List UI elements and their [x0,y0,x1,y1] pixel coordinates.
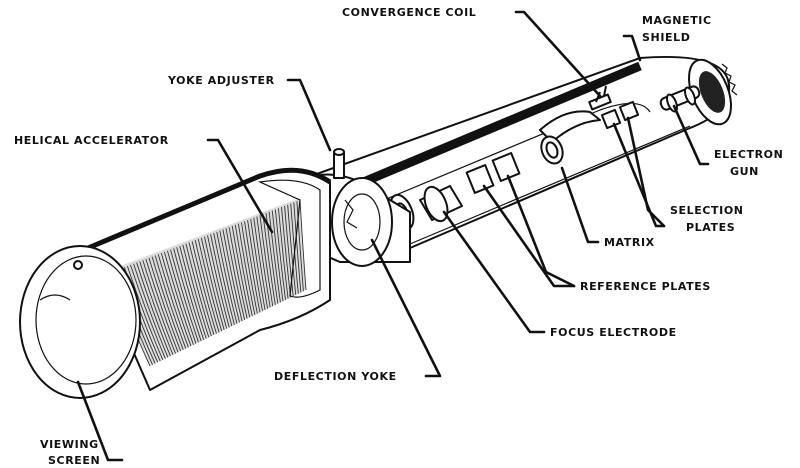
winding-turn [160,252,192,347]
winding-turn [188,242,215,335]
winding-turn [207,235,230,328]
label-viewing-screen-line1: VIEWING [40,438,99,451]
leader-selection-plates-a [612,122,666,228]
label-focus-electrode: FOCUS ELECTRODE [550,326,677,339]
winding-turn [234,224,253,317]
leader-magnetic-shield [622,34,642,62]
winding-turn [163,251,194,345]
winding-turn [244,221,261,313]
leader-lines [76,10,710,462]
labels: CONVERGENCE COIL MAGNETIC SHIELD YOKE AD… [14,6,783,467]
winding-turn [271,210,284,302]
winding-turn [268,211,281,303]
winding-turn [200,237,225,330]
winding-turn [253,217,269,309]
winding-turn [154,255,187,349]
leader-deflection-yoke [370,238,442,378]
winding-turn [225,228,246,321]
label-electron-gun-line1: ELECTRON [714,148,783,161]
winding-turn [173,248,202,342]
leader-focus-electrode [442,210,546,334]
label-electron-gun-line2: GUN [730,165,759,178]
winding-turn [281,207,292,298]
leader-reference-plates-b [506,174,576,288]
winding-turn [167,250,197,344]
label-viewing-screen-line2: SCREEN [48,454,100,467]
leader-viewing-screen [76,380,124,462]
winding-turn [216,231,238,324]
reference-plates [465,152,521,194]
winding-turn [213,232,235,325]
label-magnetic-shield-line1: MAGNETIC [642,14,712,27]
winding-turn [219,230,240,323]
winding-turn [170,249,200,343]
matrix-plates [539,110,601,143]
winding-turn [274,209,286,301]
label-matrix: MATRIX [604,236,655,249]
winding-turn [136,262,171,357]
leader-selection-plates-b [626,116,666,228]
winding-turn [231,225,251,318]
winding-turn [228,227,248,319]
winding-turn [237,223,256,316]
leader-helical-accelerator [206,138,274,234]
winding-turn [284,205,294,297]
winding-turn [240,222,258,314]
winding-turn [296,201,304,292]
winding-turn [204,236,228,329]
winding-turn [256,216,271,308]
winding-turn [210,234,233,327]
winding-turn [182,244,210,338]
winding-turn [299,199,307,291]
winding-turn [126,265,164,360]
winding-turn [130,264,166,359]
winding-turn [250,218,266,311]
label-selection-plates-line2: PLATES [686,221,735,234]
yoke-adjuster [333,148,345,179]
winding-turn [194,240,220,333]
winding-turn [157,254,189,348]
winding-turn [185,243,212,337]
leader-reference-plates-a [482,184,576,288]
leader-yoke-adjuster [286,78,332,152]
label-convergence-coil: CONVERGENCE COIL [342,6,476,19]
label-deflection-yoke: DEFLECTION YOKE [274,370,397,383]
winding-turn [287,204,297,296]
winding-turn [277,208,289,299]
selection-plates [600,85,640,130]
leader-matrix [560,166,600,244]
label-magnetic-shield-line2: SHIELD [642,31,690,44]
winding-turn [142,260,176,354]
winding-turn [262,214,276,306]
winding-turn [176,247,205,340]
winding-turn [197,238,223,332]
winding-turn [179,245,207,339]
winding-turn [259,215,274,307]
winding-turn [191,241,217,334]
label-selection-plates-line1: SELECTION [670,204,744,217]
leader-electron-gun [672,104,710,166]
winding-turn [133,263,169,358]
winding-turn [145,258,179,353]
label-reference-plates: REFERENCE PLATES [580,280,711,293]
winding-turn [222,229,243,322]
winding-turn [293,202,302,293]
winding-turn [151,256,184,350]
label-yoke-adjuster: YOKE ADJUSTER [167,74,275,87]
viewing-screen [19,245,141,399]
leader-convergence-coil [514,10,602,98]
winding-turn [148,257,182,352]
winding-turn [247,220,263,312]
label-helical-accelerator: HELICAL ACCELERATOR [14,134,169,147]
winding-turn [139,261,174,355]
